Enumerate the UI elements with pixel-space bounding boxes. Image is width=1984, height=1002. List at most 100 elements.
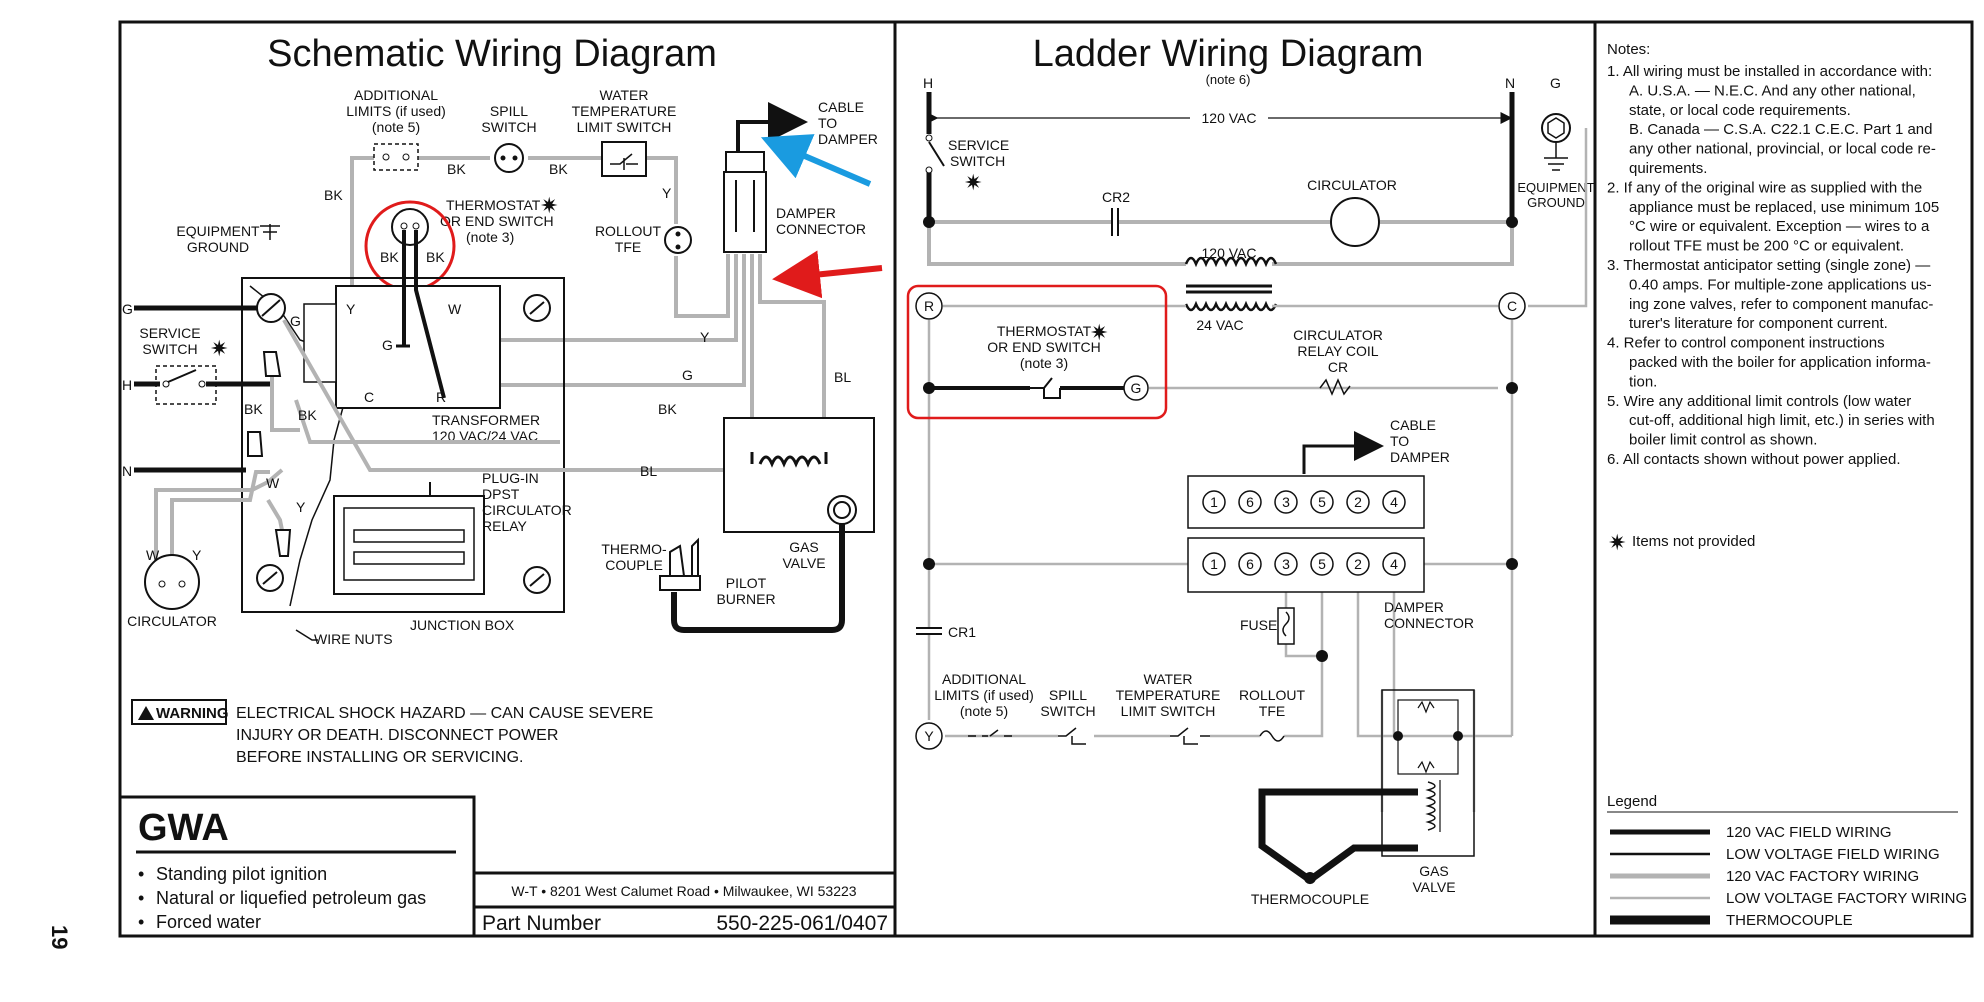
schematic-section: Schematic Wiring Diagram ADDITIONAL LIMI… xyxy=(118,33,897,938)
warning-text-2: INJURY OR DEATH. DISCONNECT POWER xyxy=(236,727,558,744)
additional-limits-label-2: LIMITS (if used) xyxy=(346,103,446,119)
transformer xyxy=(335,285,501,409)
not-provided-star: ✷ xyxy=(540,193,558,218)
ladder-water-temp-switch xyxy=(1170,727,1210,745)
spill-switch-label-2: SWITCH xyxy=(481,119,536,135)
note-line: B. Canada — C.S.A. C22.1 C.E.C. Part 1 a… xyxy=(1629,121,1932,138)
damper-connector-label-2: CONNECTOR xyxy=(776,221,866,237)
ladder-gas-valve-coil xyxy=(1425,781,1436,831)
wire-label-bk: BK xyxy=(426,249,445,265)
ladder-water-temp-2: TEMPERATURE xyxy=(1116,687,1221,703)
spill-switch-label-1: SPILL xyxy=(490,103,528,119)
thermostat xyxy=(391,208,429,246)
pin-label: 3 xyxy=(1282,494,1290,510)
ladder-relay-coil-label-1: CIRCULATOR xyxy=(1293,327,1383,343)
pin-label: 2 xyxy=(1354,556,1362,572)
wire-label-g: G xyxy=(290,313,301,329)
ladder-gas-valve-label-1: GAS xyxy=(1419,863,1449,879)
ground-icon xyxy=(260,224,280,240)
wire-label-y: Y xyxy=(662,185,672,201)
legend-item: 120 VAC FIELD WIRING xyxy=(1726,824,1892,841)
part-number: 550-225-061/0407 xyxy=(716,912,888,935)
pin-label: 6 xyxy=(1246,556,1254,572)
product-name: GWA xyxy=(138,807,229,849)
ladder-additional-limits-3: (note 5) xyxy=(960,703,1008,719)
ladder-relay-coil xyxy=(1319,378,1351,396)
note-line: turer's literature for component current… xyxy=(1629,315,1888,332)
wire-label-bk: BK xyxy=(244,401,263,417)
pin-label: 3 xyxy=(1282,556,1290,572)
ground-icon xyxy=(1544,142,1568,171)
ladder-circulator xyxy=(1330,197,1380,247)
gas-valve-label-1: GAS xyxy=(789,539,819,555)
ladder-g-terminal xyxy=(1123,375,1149,401)
warning-icon xyxy=(138,706,154,720)
not-provided-star: ✷ xyxy=(1090,320,1108,345)
not-provided-label: Items not provided xyxy=(1632,533,1755,550)
address-box xyxy=(472,871,897,909)
ladder-thermostat-highlight xyxy=(906,284,1168,420)
terminal-label-r: R xyxy=(436,389,446,405)
warning-text-3: BEFORE INSTALLING OR SERVICING. xyxy=(236,749,523,766)
damper-connector-label-1: DAMPER xyxy=(776,205,836,221)
ladder-g-label: G xyxy=(1550,75,1561,91)
ladder-cable-label-2: TO xyxy=(1390,433,1409,449)
company-address: W-T • 8201 West Calumet Road • Milwaukee… xyxy=(511,883,856,899)
ladder-relay-coil-label-2: RELAY COIL xyxy=(1297,343,1378,359)
ladder-spill-switch-1: SPILL xyxy=(1049,687,1087,703)
legend-heading: Legend xyxy=(1607,793,1657,810)
note-line: ing zone valves, refer to component manu… xyxy=(1629,296,1933,313)
ladder-n-label: N xyxy=(1505,75,1515,91)
wire-label-bk: BK xyxy=(298,407,317,423)
wire-nuts-label: WIRE NUTS xyxy=(314,631,393,647)
legend-item: THERMOCOUPLE xyxy=(1726,912,1853,929)
thermocouple-tube xyxy=(671,524,845,633)
ladder-spill-switch-2: SWITCH xyxy=(1040,703,1095,719)
ladder-thermocouple-label: THERMOCOUPLE xyxy=(1251,891,1369,907)
ladder-relay-coil-label-3: CR xyxy=(1328,359,1348,375)
note-line: tion. xyxy=(1629,373,1657,390)
ladder-additional-limits-1: ADDITIONAL xyxy=(942,671,1026,687)
thermostat-label-3: (note 3) xyxy=(466,229,514,245)
page-number: 19 xyxy=(47,925,72,949)
note-line: 1. All wiring must be installed in accor… xyxy=(1607,63,1932,80)
circulator-terminal-y: Y xyxy=(192,547,202,563)
schematic-title: Schematic Wiring Diagram xyxy=(267,33,717,75)
ladder-additional-limits-2: LIMITS (if used) xyxy=(934,687,1034,703)
wire-label-bl: BL xyxy=(834,369,851,385)
additional-limits-box xyxy=(373,143,419,171)
note-line: 5. Wire any additional limit controls (l… xyxy=(1607,393,1911,410)
pin-label: 1 xyxy=(1210,494,1218,510)
annotation-arrow-red xyxy=(772,250,883,299)
ladder-gas-valve xyxy=(1381,689,1475,857)
cable-to-damper-label-2: TO xyxy=(818,115,837,131)
thermocouple-label-2: COUPLE xyxy=(605,557,663,573)
ladder-thermostat-label-3: (note 3) xyxy=(1020,355,1068,371)
note-line: 3. Thermostat anticipator setting (singl… xyxy=(1607,257,1930,274)
water-temp-label-2: TEMPERATURE xyxy=(572,103,677,119)
damper-connector-plug xyxy=(725,151,765,173)
part-number-label: Part Number xyxy=(482,912,601,935)
cable-to-damper-label-1: CABLE xyxy=(818,99,864,115)
note-line: quirements. xyxy=(1629,160,1707,177)
thermostat-label-1: THERMOSTAT xyxy=(446,197,541,213)
ladder-damper-connector-label-1: DAMPER xyxy=(1384,599,1444,615)
warning-text-1: ELECTRICAL SHOCK HAZARD — CAN CAUSE SEVE… xyxy=(236,705,653,722)
wire-label-bk: BK xyxy=(549,161,568,177)
service-switch xyxy=(155,365,217,405)
circulator-terminal-w: W xyxy=(146,547,160,563)
product-feature-3: Forced water xyxy=(156,912,261,932)
ladder-cable-label-1: CABLE xyxy=(1390,417,1436,433)
ladder-rollout-2: TFE xyxy=(1259,703,1285,719)
pin-label: 2 xyxy=(1354,494,1362,510)
ladder-rollout-1: ROLLOUT xyxy=(1239,687,1306,703)
ladder-bottom-pins: 1 6 3 5 2 4 xyxy=(1202,552,1406,576)
thermocouple-label-1: THERMO- xyxy=(601,541,667,557)
product-bullet: • xyxy=(138,864,144,884)
ladder-r-label: R xyxy=(924,298,934,314)
ladder-r-terminal xyxy=(915,292,943,320)
ladder-cable-label-3: DAMPER xyxy=(1390,449,1450,465)
ladder-c-label: C xyxy=(1507,298,1517,314)
ladder-damper-connector-label-2: CONNECTOR xyxy=(1384,615,1474,631)
